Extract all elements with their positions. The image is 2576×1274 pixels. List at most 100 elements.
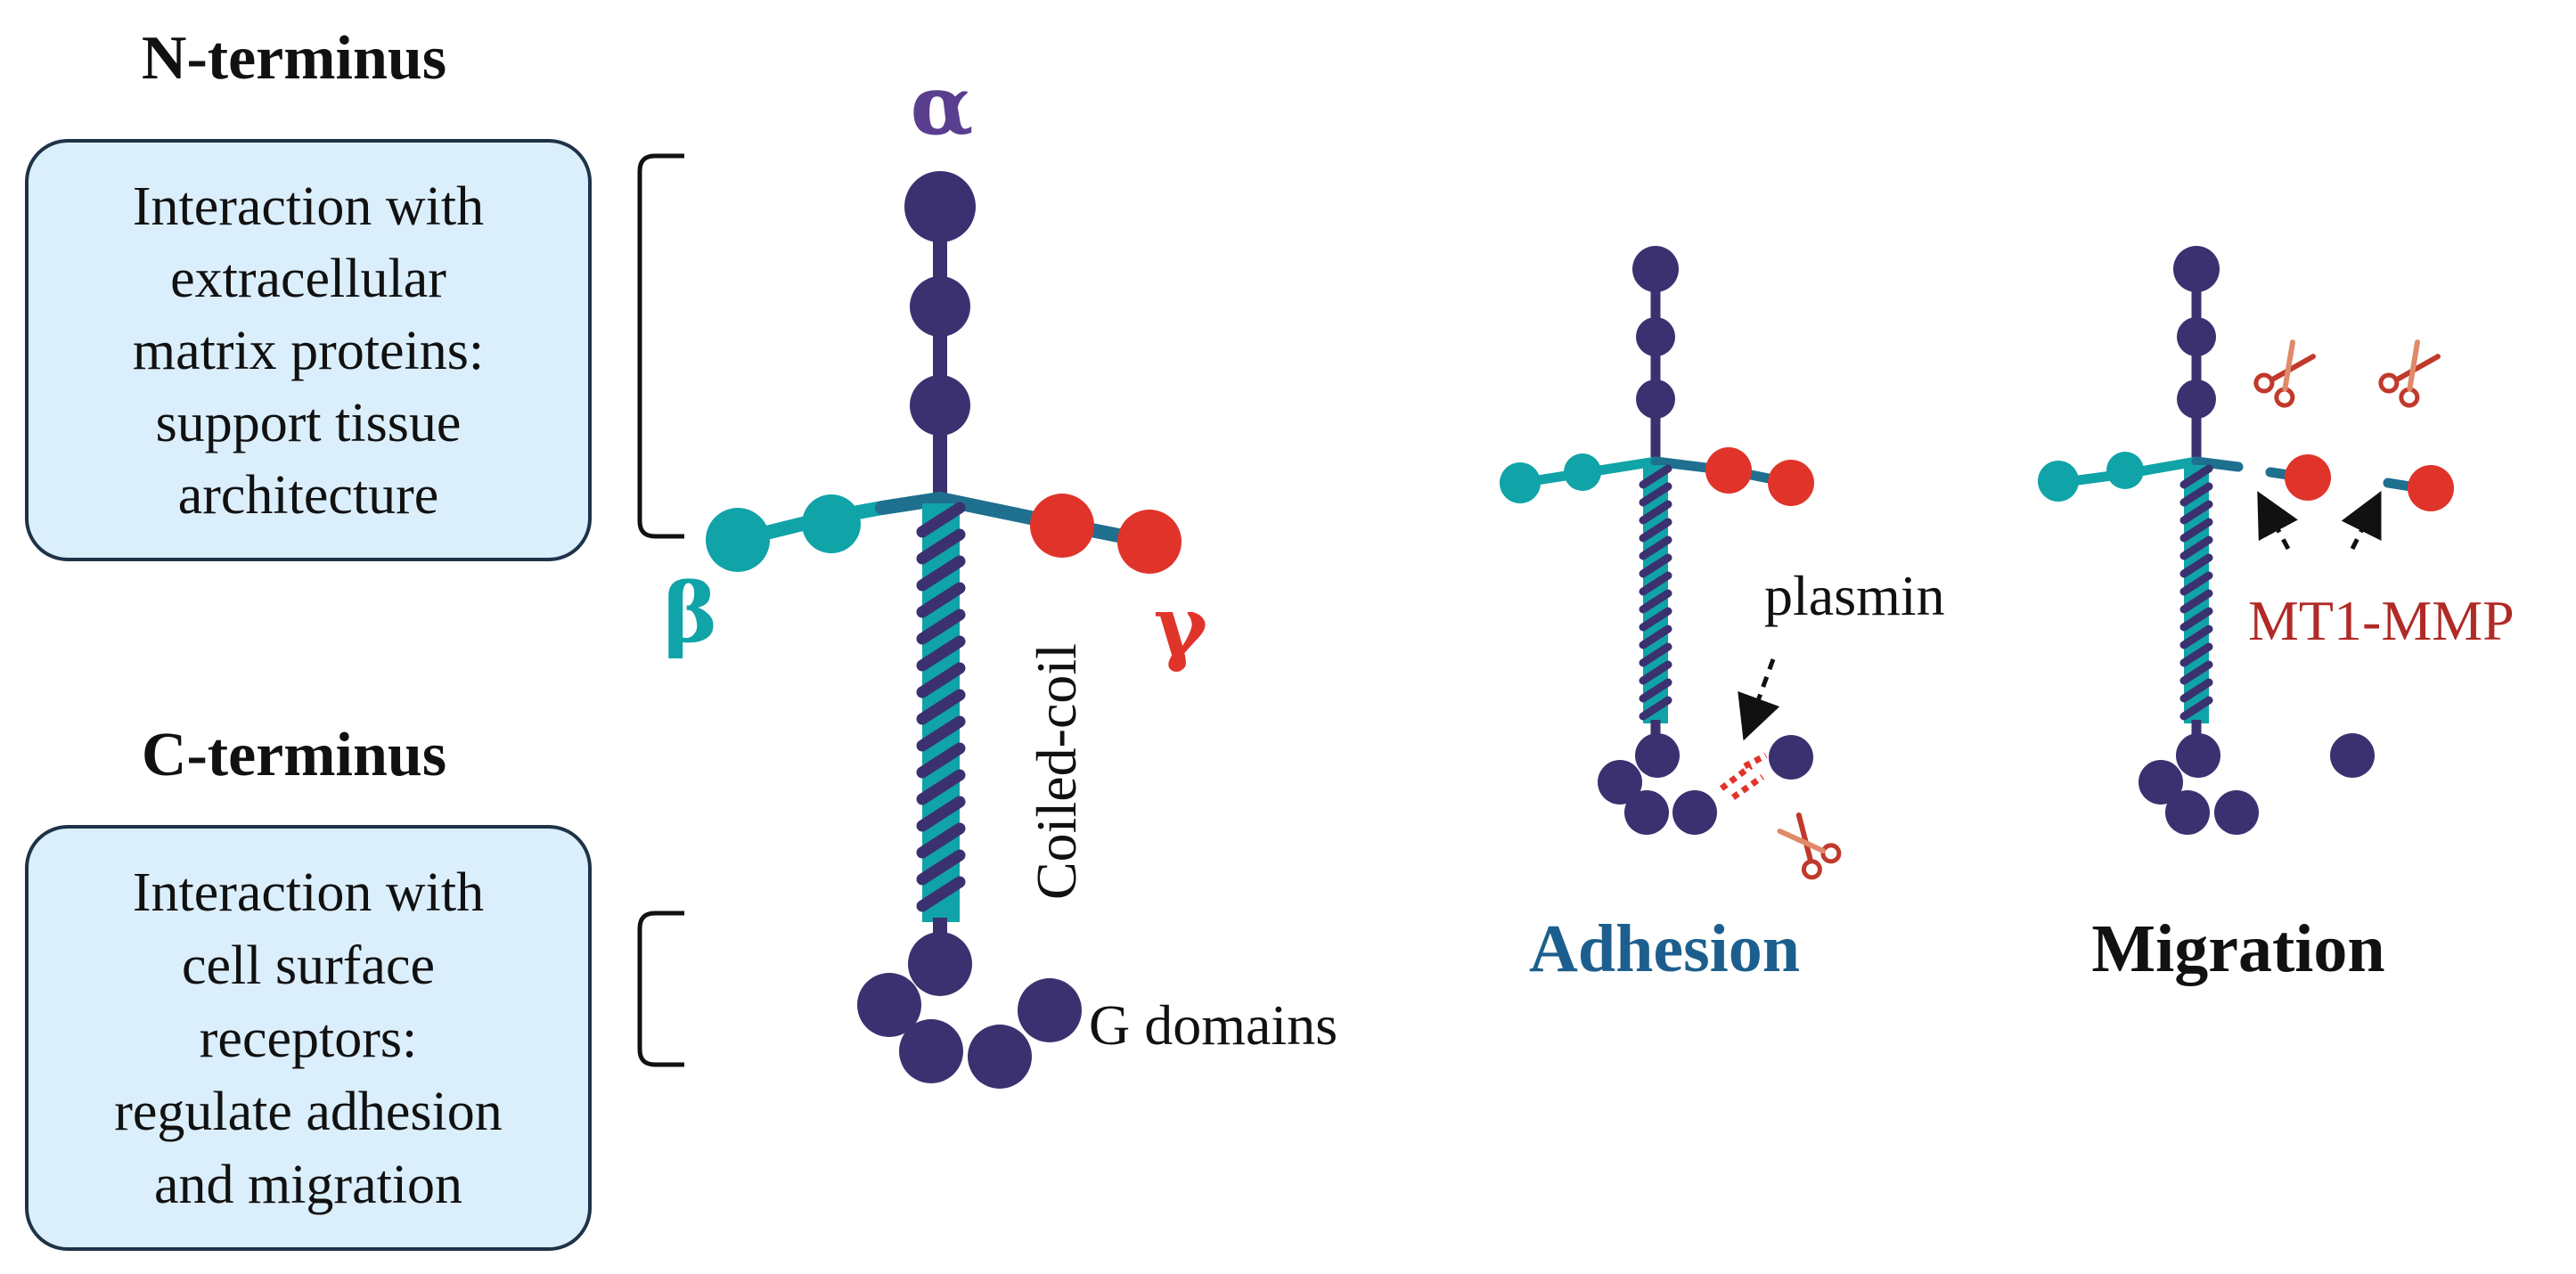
g-domain (857, 973, 921, 1037)
coil-stripe (1639, 571, 1672, 596)
coil-stripe (2179, 660, 2213, 685)
coil-stripe (2179, 464, 2213, 489)
g-domain (1624, 790, 1669, 835)
c-box-line: regulate adhesion (114, 1082, 503, 1142)
c-terminus-bracket (637, 911, 684, 1067)
coil-stripe (2179, 553, 2213, 578)
n-box-line: support tissue (156, 393, 462, 453)
adhesion-label: Adhesion (1529, 911, 1800, 986)
coiled-coil-label: Coiled-coil (1025, 643, 1088, 900)
coil-stripe (916, 822, 966, 859)
n-box-line: extracellular (170, 249, 446, 309)
coil-stripe (1639, 607, 1672, 632)
coil-stripe (1639, 642, 1672, 667)
gamma-domain (1117, 510, 1182, 574)
n-box-line: architecture (178, 465, 439, 526)
beta-domain (1564, 453, 1601, 491)
c-box-line: Interaction with (133, 862, 484, 923)
n-box-line: Interaction with (133, 176, 484, 237)
coil-stripe (1639, 625, 1672, 649)
coil-stripe (916, 769, 966, 805)
g-domain (2330, 733, 2375, 778)
g-domain (908, 932, 972, 996)
g-domain (2214, 790, 2259, 835)
coil-stripe (2179, 589, 2213, 614)
c-box-line: and migration (154, 1155, 462, 1215)
g-domain (1635, 733, 1680, 778)
g-domain (1769, 735, 1813, 780)
scissors-icon (2253, 338, 2319, 409)
beta-chain-label: β (663, 565, 717, 661)
gamma-domain (1768, 460, 1814, 506)
coil-stripe (1639, 696, 1672, 721)
gamma-domain (2285, 454, 2331, 501)
coil-stripe (1639, 464, 1672, 489)
coil-stripe (2179, 625, 2213, 649)
alpha-domain (2177, 380, 2216, 419)
migration-label: Migration (2091, 911, 2384, 986)
g-domain (2138, 760, 2183, 804)
c-terminus-box: Interaction with cell surface receptors:… (25, 825, 592, 1251)
alpha-domain (910, 276, 970, 337)
g-domain (2176, 733, 2220, 778)
g-domains-label: G domains (1089, 993, 1337, 1057)
alpha-domain (1636, 317, 1675, 356)
coil-stripe (1639, 553, 1672, 578)
laminin-molecule (706, 171, 1182, 1089)
cleavage-site (1719, 752, 1768, 800)
alpha-domain (2177, 317, 2216, 356)
beta-domain (1500, 462, 1541, 503)
coil-stripe (2179, 696, 2213, 721)
coil-stripe (916, 662, 966, 698)
coil-stripe (916, 582, 966, 618)
g-domain (1672, 790, 1717, 835)
alpha-chain-label: α (911, 57, 974, 153)
beta-domain (802, 494, 861, 553)
coil-stripe (2179, 518, 2213, 543)
coil-stripe (916, 528, 966, 565)
coil-stripe (1639, 518, 1672, 543)
plasmin-arrow (1738, 658, 1780, 741)
n-terminus-bracket (637, 153, 684, 539)
alpha-domain (904, 171, 976, 242)
adhesion-molecule (1500, 246, 1814, 835)
mt1-mmp-arrow (2341, 491, 2382, 551)
coil-stripe (916, 608, 966, 645)
scissors-icon (1774, 810, 1843, 880)
coil-stripe (2179, 607, 2213, 632)
coil-stripe (1639, 678, 1672, 703)
coil-stripe (2179, 500, 2213, 525)
coil-stripe (916, 876, 966, 912)
g-domain (1018, 978, 1082, 1042)
alpha-domain (1632, 246, 1679, 292)
coil-stripe (1639, 660, 1672, 685)
g-domain (2165, 790, 2210, 835)
coil-stripe (1639, 589, 1672, 614)
c-box-line: receptors: (200, 1009, 417, 1069)
gamma-domain (1030, 494, 1094, 558)
plasmin-label: plasmin (1764, 564, 1945, 627)
coil-stripe (1639, 482, 1672, 507)
gamma-domain (2408, 465, 2454, 511)
migration-molecule (2038, 246, 2454, 835)
coil-stripe (916, 849, 966, 886)
n-box-line: matrix proteins: (133, 321, 484, 381)
g-domain (968, 1025, 1032, 1089)
coil-stripe (916, 689, 966, 725)
coil-stripe (916, 555, 966, 592)
coil-stripe (916, 742, 966, 779)
scissors-icon (2377, 338, 2444, 409)
coil-stripe (1639, 535, 1672, 560)
coil-stripe (2179, 535, 2213, 560)
mt1-mmp-arrow (2257, 491, 2298, 551)
g-domain (1598, 760, 1642, 804)
mt1-mmp-label: MT1-MMP (2248, 589, 2515, 652)
coil-stripe (916, 796, 966, 832)
n-terminus-heading: N-terminus (142, 24, 446, 93)
c-terminus-heading: C-terminus (142, 721, 446, 789)
coil-stripe (1639, 500, 1672, 525)
g-domain (899, 1019, 963, 1083)
c-box-line: cell surface (182, 935, 435, 996)
coil-stripe (916, 502, 966, 538)
